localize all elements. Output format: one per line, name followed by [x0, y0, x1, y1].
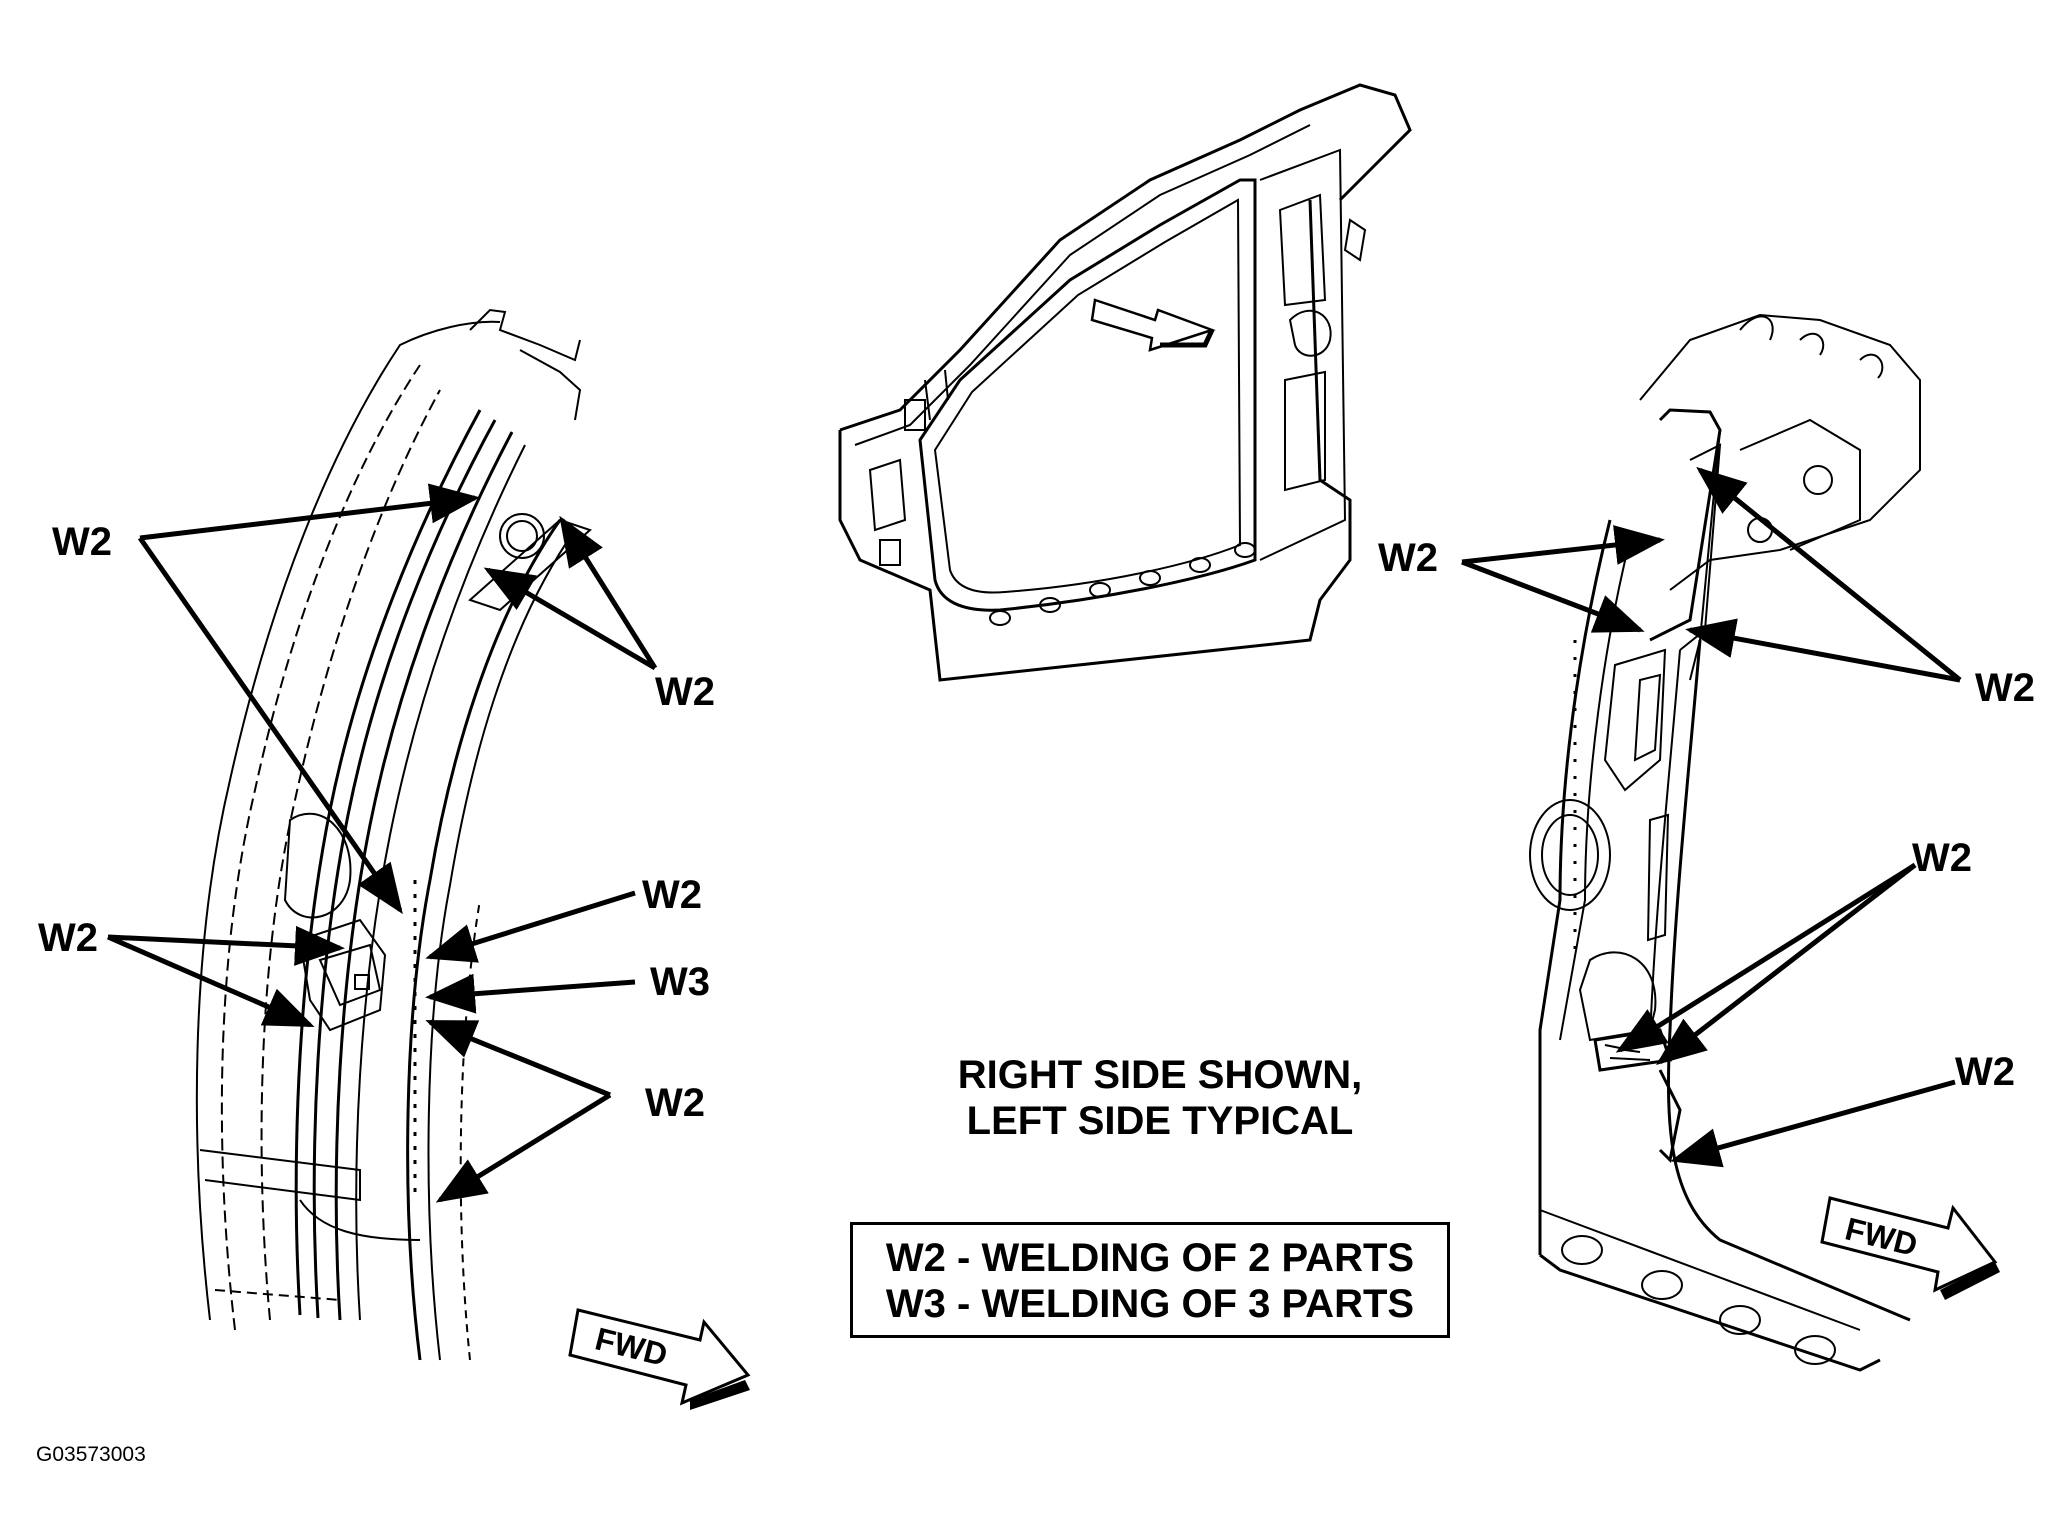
fwd-arrow-left	[568, 1308, 751, 1410]
leader-arrows	[107, 466, 1962, 1203]
side-note: RIGHT SIDE SHOWN, LEFT SIDE TYPICAL	[900, 1052, 1420, 1144]
callout-w2-right-mid: W2	[1912, 836, 1972, 880]
callout-w2-left-mid-right: W2	[642, 873, 702, 917]
side-note-line2: LEFT SIDE TYPICAL	[966, 1099, 1354, 1143]
center-aperture-drawing	[838, 83, 1412, 682]
side-note-line1: RIGHT SIDE SHOWN,	[957, 1053, 1363, 1097]
callout-w2-left-top-right: W2	[655, 670, 715, 714]
left-pillar-drawing	[195, 308, 592, 1361]
callout-w3-left-mid-right: W3	[650, 960, 710, 1004]
legend-w3: W3 - WELDING OF 3 PARTS	[885, 1282, 1415, 1326]
callout-w2-left-top: W2	[52, 520, 112, 564]
legend-w2: W2 - WELDING OF 2 PARTS	[885, 1236, 1415, 1280]
figure-id: G03573003	[36, 1443, 146, 1466]
callout-w2-left-low-right: W2	[645, 1081, 705, 1125]
callout-w2-left-mid-left: W2	[38, 916, 98, 960]
callout-w2-right-upper-right: W2	[1975, 666, 2035, 710]
callout-w2-right-low: W2	[1955, 1050, 2015, 1094]
callout-w2-right-upper-left: W2	[1378, 536, 1438, 580]
weld-legend: W2 - WELDING OF 2 PARTS W3 - WELDING OF …	[850, 1222, 1450, 1338]
fwd-arrow-right	[1820, 1196, 2000, 1300]
